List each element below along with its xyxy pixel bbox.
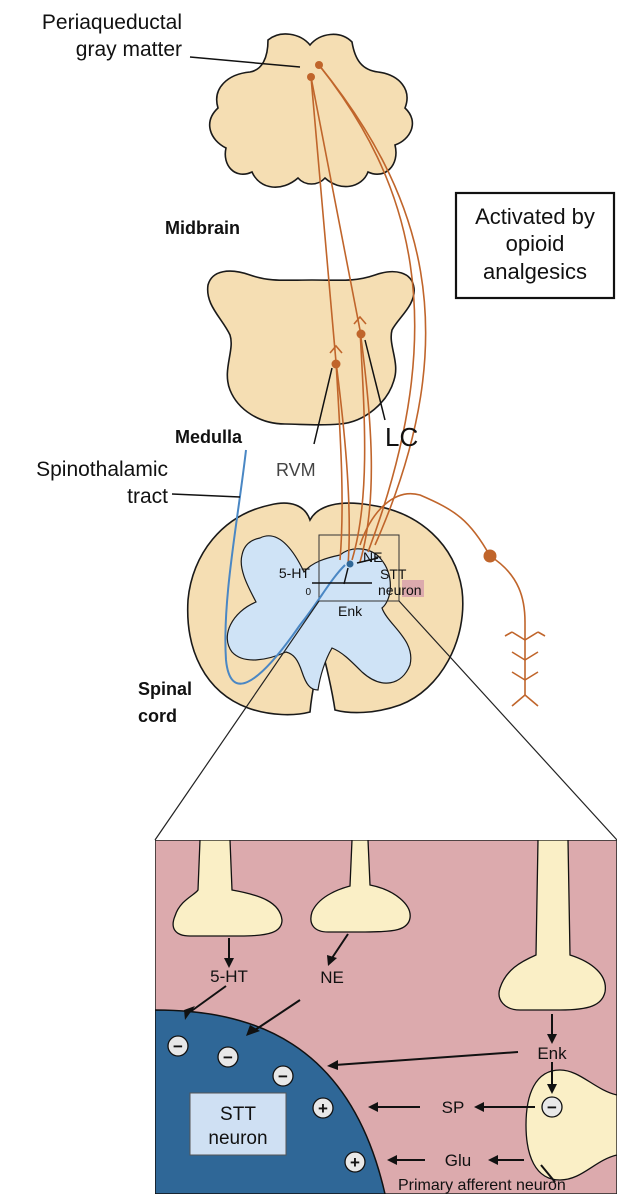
pag-neuron-1 xyxy=(307,73,315,81)
opioid-box-line2: opioid xyxy=(506,231,565,256)
rvm-label: RVM xyxy=(276,460,316,480)
minus-sign-enk: − xyxy=(547,1098,557,1117)
inset-sp-label: SP xyxy=(442,1098,465,1117)
inset-enk-label: Enk xyxy=(537,1044,567,1063)
primary-afferent-label: Primary afferent neuron xyxy=(398,1177,566,1194)
minus-sign-3: − xyxy=(278,1067,288,1086)
spinal-label-line1: Spinal xyxy=(138,679,192,699)
minus-sign-2: − xyxy=(223,1048,233,1067)
lc-neuron xyxy=(357,330,366,339)
minus-sign-1: − xyxy=(173,1037,183,1056)
midbrain-section xyxy=(210,34,413,187)
cord-enk-label: Enk xyxy=(338,603,363,619)
opioid-box-line3: analgesics xyxy=(483,259,587,284)
pag-label-line1: Periaqueductal xyxy=(42,11,182,34)
medulla-label: Medulla xyxy=(175,427,243,447)
inset-5ht-label: 5-HT xyxy=(210,967,248,986)
inset-ne-label: NE xyxy=(320,968,344,987)
pag-neuron-2 xyxy=(315,61,323,69)
medulla-section xyxy=(208,271,415,425)
cord-stt-label-line1: STT xyxy=(380,566,407,582)
opioid-box-line1: Activated by xyxy=(475,204,595,229)
midbrain-label: Midbrain xyxy=(165,218,240,238)
spinothalamic-label-line2: tract xyxy=(127,485,168,508)
stt-neuron-dot xyxy=(347,561,354,568)
cord-stt-label-line2: neuron xyxy=(378,582,422,598)
inset-stt-label-line1: STT xyxy=(220,1104,256,1125)
synapse-inset: 5-HT NE Enk SP Glu − − − + + − STT neuro… xyxy=(155,840,617,1194)
peripheral-neuron-body xyxy=(484,550,497,563)
spinothalamic-label-line1: Spinothalamic xyxy=(36,458,168,481)
inset-glu-label: Glu xyxy=(445,1151,471,1170)
plus-sign-1: + xyxy=(318,1099,328,1118)
cord-ne-label: NE xyxy=(363,549,382,565)
plus-sign-2: + xyxy=(350,1153,360,1172)
cord-zero-label: 0 xyxy=(305,587,311,598)
lc-label: LC xyxy=(385,422,418,452)
spinal-label-line2: cord xyxy=(138,706,177,726)
inset-stt-label-line2: neuron xyxy=(208,1128,267,1149)
rvm-neuron xyxy=(332,360,341,369)
cord-5ht-label: 5-HT xyxy=(279,565,311,581)
pag-label-line2: gray matter xyxy=(76,38,182,61)
